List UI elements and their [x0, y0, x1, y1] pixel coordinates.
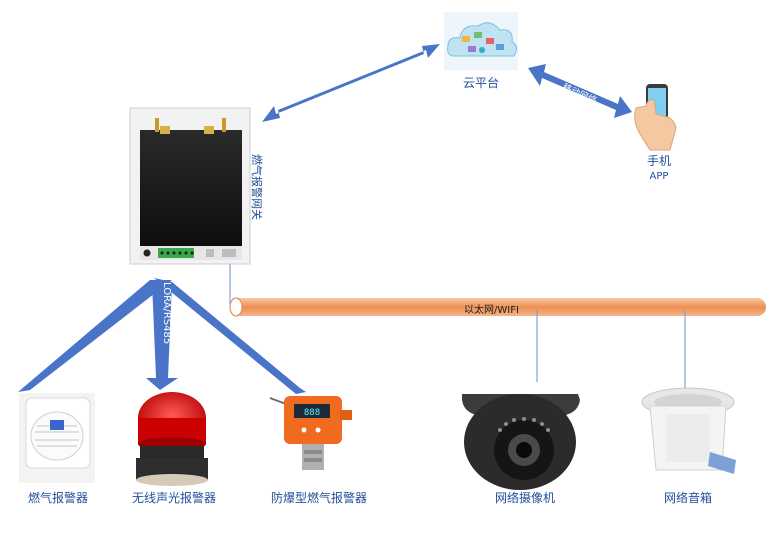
phone-label-line2: APP [649, 171, 669, 182]
cloud-platform-icon [444, 12, 518, 70]
gas-alarm-label: 燃气报警器 [27, 491, 88, 505]
link-lora-rs485-label: LORA/RS485 [161, 282, 172, 345]
network-camera-icon [462, 394, 580, 490]
gateway-device-icon [129, 107, 251, 265]
explosion-proof-alarm-icon: 888 [269, 396, 352, 470]
arrow-cloud-phone [528, 64, 632, 118]
wireless-alarm-icon [136, 392, 208, 486]
lora-fan-arrows [18, 278, 306, 394]
wireless-alarm-label: 无线声光报警器 [132, 491, 217, 505]
network-speaker-label: 网络音箱 [663, 491, 712, 505]
link-ethernet-wifi-label: 以太网/WIFI [464, 305, 519, 316]
phone-label: 手机 APP [634, 154, 684, 184]
ethernet-pipe [229, 262, 766, 388]
network-camera-label: 网络摄像机 [494, 491, 555, 505]
explosion-proof-alarm-label: 防爆型燃气报警器 [270, 491, 367, 505]
network-speaker-icon [641, 387, 736, 474]
arrow-gateway-cloud [262, 44, 440, 122]
cloud-platform-label: 云平台 [462, 76, 499, 90]
phone-label-line1: 手机 [646, 154, 671, 168]
gas-alarm-icon [19, 393, 95, 483]
phone-app-icon [634, 84, 677, 151]
gateway-label: 燃气报警网关 [250, 154, 263, 220]
svg-text:888: 888 [304, 408, 320, 418]
